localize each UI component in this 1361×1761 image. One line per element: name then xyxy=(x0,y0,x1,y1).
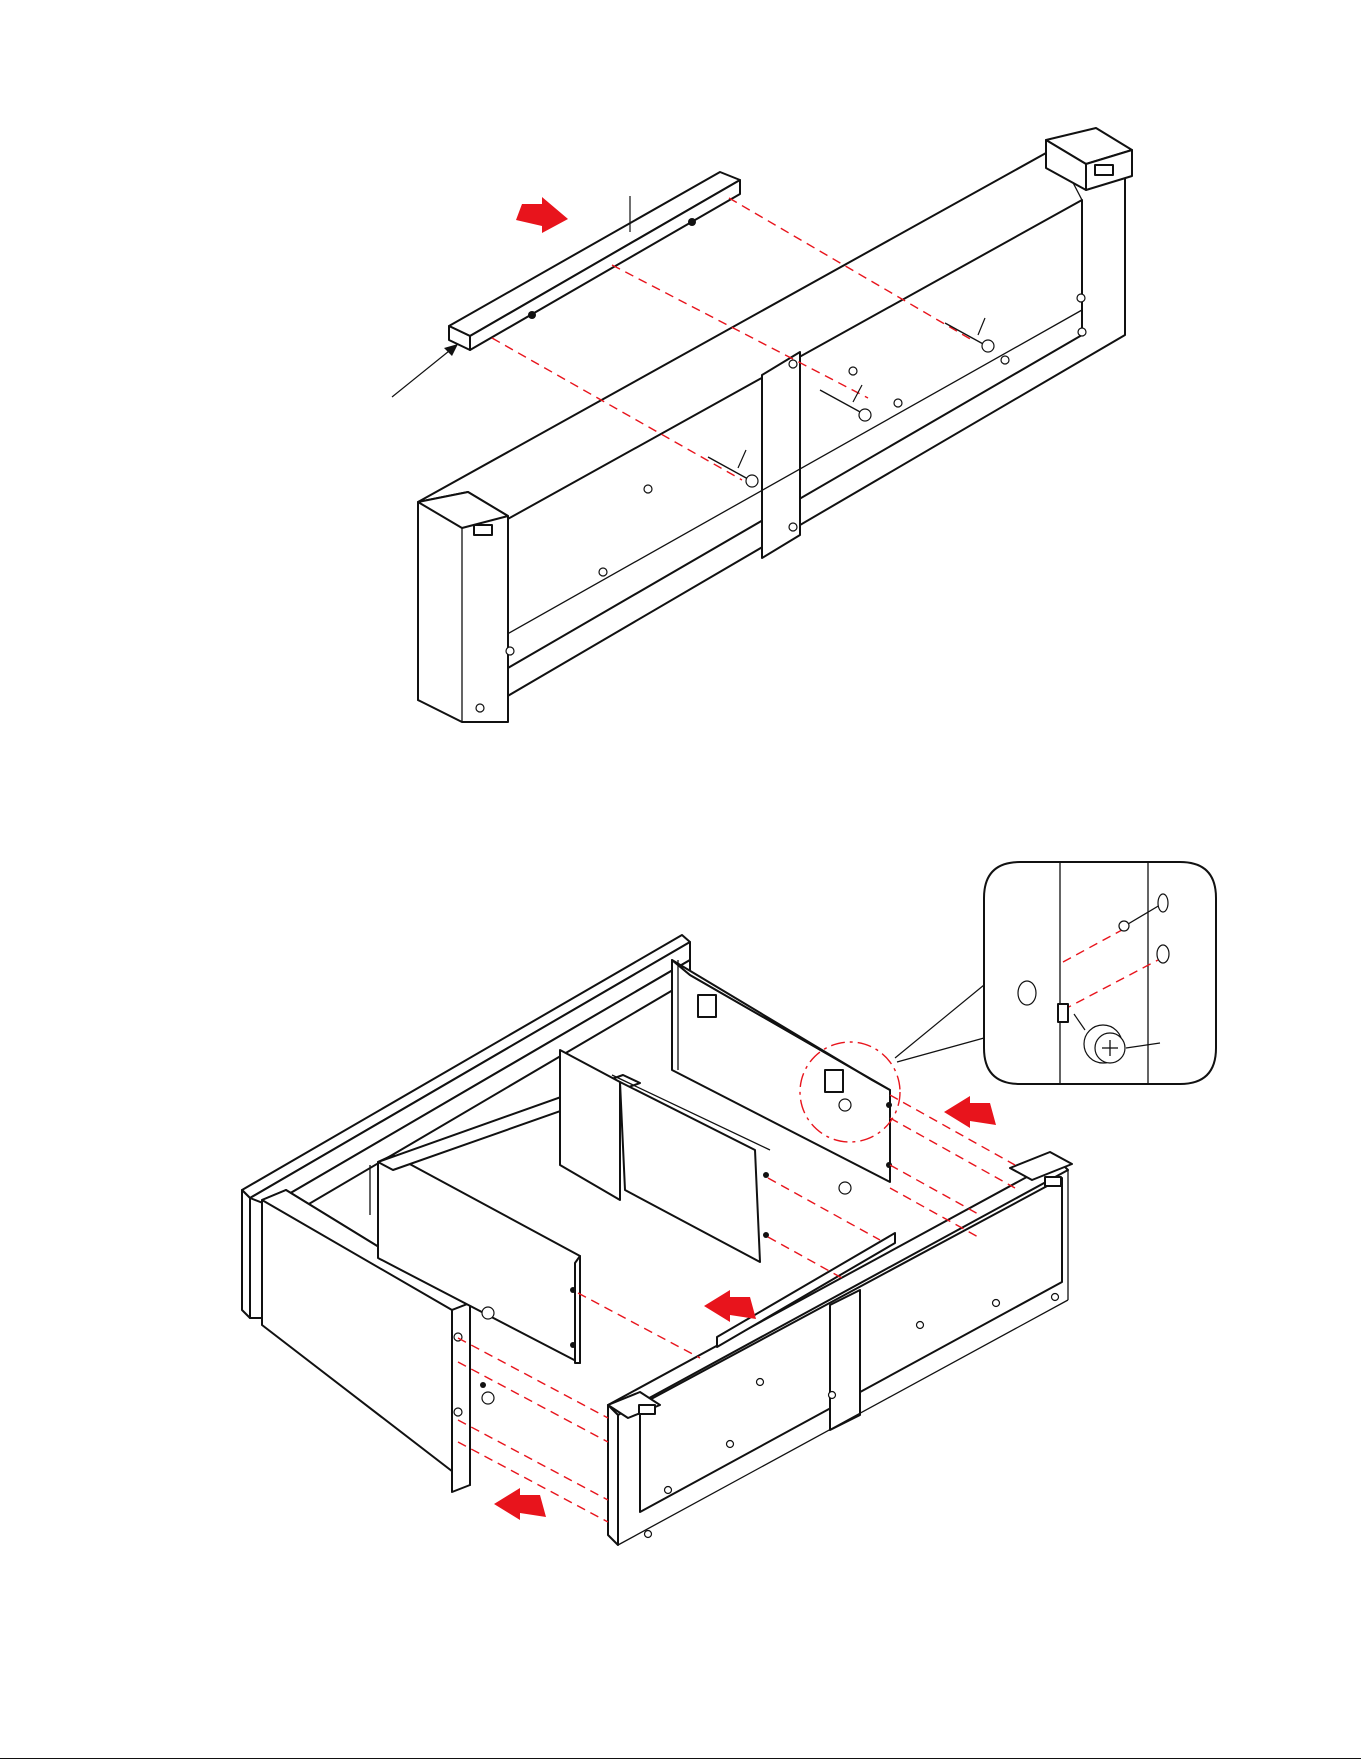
arrow-left-icon xyxy=(704,1290,756,1322)
figure-step-a xyxy=(392,128,1132,722)
top-rail xyxy=(449,172,740,350)
arrow-left-icon xyxy=(944,1096,996,1128)
arrow-left-icon xyxy=(494,1488,546,1520)
figure-step-b xyxy=(242,862,1216,1545)
detail-inset xyxy=(895,862,1216,1084)
arrow-right-icon xyxy=(516,197,568,233)
pointer-arrow xyxy=(392,344,458,397)
page-bottom-rule xyxy=(0,1758,1361,1759)
